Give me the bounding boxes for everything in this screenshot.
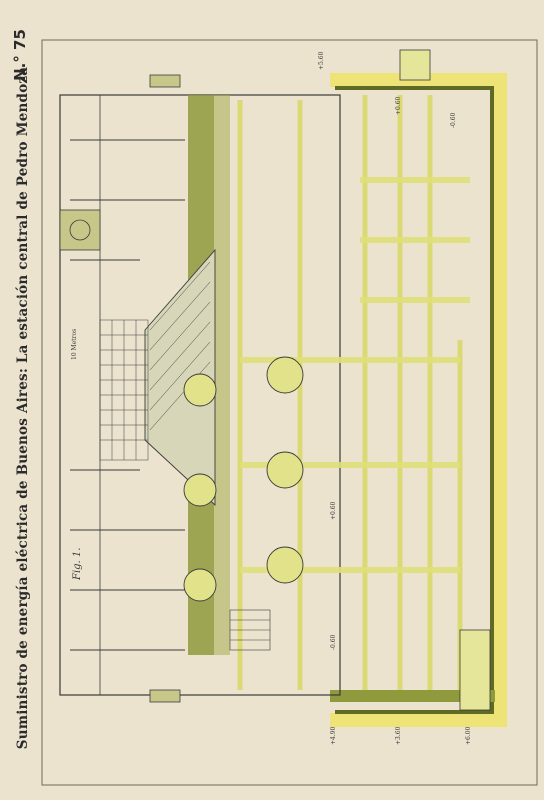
elevation-mark-1: +5.60: [318, 51, 325, 70]
turbine-3: [183, 568, 217, 602]
foundation-slab: [330, 690, 495, 702]
turbine-1: [183, 373, 217, 407]
ground-border: [330, 73, 507, 727]
stairs: [229, 609, 271, 651]
elevation-mark-8: +6.00: [465, 726, 472, 745]
elevation-mark-4: -0.60: [330, 634, 337, 650]
switchboard-grid: [99, 319, 149, 461]
roof-truss: [144, 248, 216, 507]
turbine-units: [183, 356, 304, 602]
elevation-mark-5: -0.60: [450, 112, 457, 128]
boiler-2: [266, 451, 304, 489]
foundation-wall: [335, 86, 494, 714]
outlet-duct: [459, 629, 491, 711]
vertical-pipes: [237, 95, 463, 690]
boiler-3: [266, 546, 304, 584]
roof-band: [59, 94, 101, 696]
scale-label: 10 Metros: [71, 329, 78, 360]
truss-hatch: [149, 261, 211, 431]
figure-label: Fig. 1.: [72, 548, 83, 581]
elevation-mark-2: +0.60: [395, 96, 402, 115]
upper-wall: [214, 95, 230, 655]
elevation-mark-7: +4.90: [330, 726, 337, 745]
crane-winch: [59, 74, 181, 703]
plate-frame: [41, 39, 538, 786]
building-columns: [70, 139, 185, 651]
intake-duct-top: [399, 49, 431, 81]
elevation-mark-3: +0.60: [330, 501, 337, 520]
elevation-mark-6: +3.60: [395, 726, 402, 745]
turbine-2: [183, 473, 217, 507]
boiler-1: [266, 356, 304, 394]
